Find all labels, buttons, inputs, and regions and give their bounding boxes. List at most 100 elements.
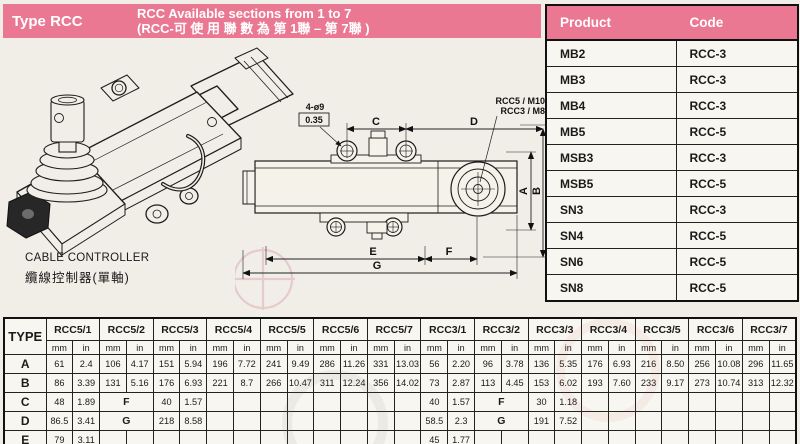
dim-value-cell (607, 392, 636, 412)
product-name-cell: MSB5 (545, 170, 677, 197)
unit-header: in (661, 340, 690, 355)
watermark-emblem (235, 247, 295, 310)
unit-header: mm (527, 340, 556, 355)
unit-header: mm (634, 340, 663, 355)
unit-header: mm (99, 340, 127, 355)
unit-header: mm (313, 340, 342, 355)
unit-header: in (72, 340, 101, 355)
thread-callout-rcc5: RCC5 / M10 (495, 96, 545, 106)
dim-value-cell: 14.02 (393, 373, 422, 393)
unit-header: mm (420, 340, 449, 355)
dim-value-cell (500, 430, 529, 444)
dim-value-cell (474, 430, 502, 444)
dim-label-b: B (531, 187, 543, 195)
page-title: RCC Available sections from 1 to 7 (RCC-… (137, 6, 370, 36)
dim-value-cell: 151 (152, 354, 181, 374)
product-name-cell: MB4 (545, 92, 677, 119)
section-column-header: RCC5/6 (313, 317, 368, 341)
dim-value-cell (206, 411, 234, 431)
dim-value-cell: 9.17 (661, 373, 690, 393)
unit-header: in (715, 340, 743, 355)
isometric-drawing (6, 47, 294, 257)
dim-value-cell (634, 411, 663, 431)
dim-value-cell (340, 392, 368, 412)
product-code-cell: RCC-3 (675, 196, 799, 223)
dim-value-cell: 8.58 (179, 411, 208, 431)
dim-value-cell (688, 430, 717, 444)
dim-label-d: D (470, 116, 478, 128)
dim-value-cell: 241 (259, 354, 288, 374)
product-code-cell: RCC-5 (675, 170, 799, 197)
dim-value-cell (259, 430, 288, 444)
unit-header: in (340, 340, 368, 355)
section-column-header: RCC3/1 (420, 317, 475, 341)
code-column-header: Code (675, 4, 799, 41)
dim-value-cell: 356 (366, 373, 395, 393)
dim-value-cell (152, 430, 181, 444)
dim-value-cell (340, 430, 368, 444)
dim-value-cell: 4.45 (500, 373, 529, 393)
dim-value-cell (286, 411, 315, 431)
product-code-cell: RCC-3 (675, 144, 799, 171)
dim-value-cell: 48 (45, 392, 74, 412)
dim-value-cell: 2.4 (72, 354, 101, 374)
dim-value-cell: 286 (313, 354, 342, 374)
dim-value-cell: 273 (688, 373, 717, 393)
dim-value-cell (313, 411, 342, 431)
dim-label-a: A (518, 187, 530, 195)
dim-value-cell: 10.74 (715, 373, 743, 393)
basic-dimension-box (298, 112, 330, 127)
unit-header: in (232, 340, 261, 355)
unit-header: in (554, 340, 583, 355)
type-column-header: TYPE (3, 317, 47, 355)
product-code-cell: RCC-3 (675, 92, 799, 119)
unit-header: mm (581, 340, 609, 355)
dim-value-cell: 2.20 (447, 354, 475, 374)
dim-value-cell: 8.7 (232, 373, 261, 393)
dim-value-cell: 58.5 (420, 411, 449, 431)
dim-ref-cell: F (474, 392, 529, 412)
unit-header: in (125, 340, 154, 355)
product-code-cell: RCC-3 (675, 66, 799, 93)
unit-header: in (286, 340, 315, 355)
dim-value-cell (206, 392, 234, 412)
dim-value-cell: 3.41 (72, 411, 101, 431)
unit-header: in (607, 340, 636, 355)
dim-value-cell: 131 (99, 373, 127, 393)
dim-ref-cell: G (474, 411, 529, 431)
dim-label-f: F (446, 246, 453, 258)
section-column-header: RCC3/6 (688, 317, 743, 341)
dim-value-cell: 96 (474, 354, 502, 374)
dim-value-cell: 3.39 (72, 373, 101, 393)
drawing-caption-zh: 纜線控制器(單軸) (25, 271, 130, 285)
dim-value-cell (313, 392, 342, 412)
drawing-caption-en: CABLE CONTROLLER (25, 252, 150, 264)
section-column-header: RCC3/3 (527, 317, 583, 341)
product-column-header: Product (545, 4, 677, 41)
dim-row-type: C (3, 392, 47, 412)
dim-value-cell (741, 411, 770, 431)
unit-header: in (447, 340, 475, 355)
unit-header: in (179, 340, 208, 355)
dim-value-cell (554, 430, 583, 444)
dim-value-cell: 5.94 (179, 354, 208, 374)
joystick (26, 94, 108, 203)
dimension-lines (242, 115, 547, 279)
dim-value-cell (581, 392, 609, 412)
dim-value-cell (715, 411, 743, 431)
dim-value-cell: 4.17 (125, 354, 154, 374)
dim-value-cell (581, 411, 609, 431)
dim-ref-cell: G (99, 411, 154, 431)
type-label: Type RCC (12, 12, 83, 30)
dim-value-cell: 113 (474, 373, 502, 393)
dim-value-cell: 218 (152, 411, 181, 431)
dim-ref-cell: F (99, 392, 154, 412)
